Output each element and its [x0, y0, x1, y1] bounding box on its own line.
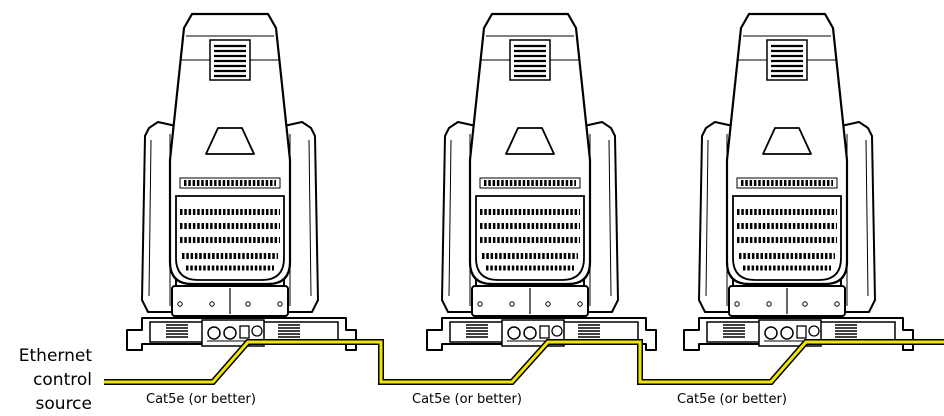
ethernet-cable-core: [104, 340, 944, 384]
fixture-1: [127, 14, 356, 350]
fixture-3: [684, 14, 913, 350]
cable-label-1: Cat5e (or better): [146, 392, 256, 407]
cable-label-3: Cat5e (or better): [677, 392, 787, 407]
source-label-line-3: source: [35, 394, 92, 414]
cable-label-2: Cat5e (or better): [412, 392, 522, 407]
fixture-2: [427, 14, 656, 350]
source-label-line-1: Ethernet: [18, 346, 92, 366]
ethernet-control-source-label: Ethernet control source: [2, 344, 92, 416]
source-label-line-2: control: [33, 370, 92, 390]
